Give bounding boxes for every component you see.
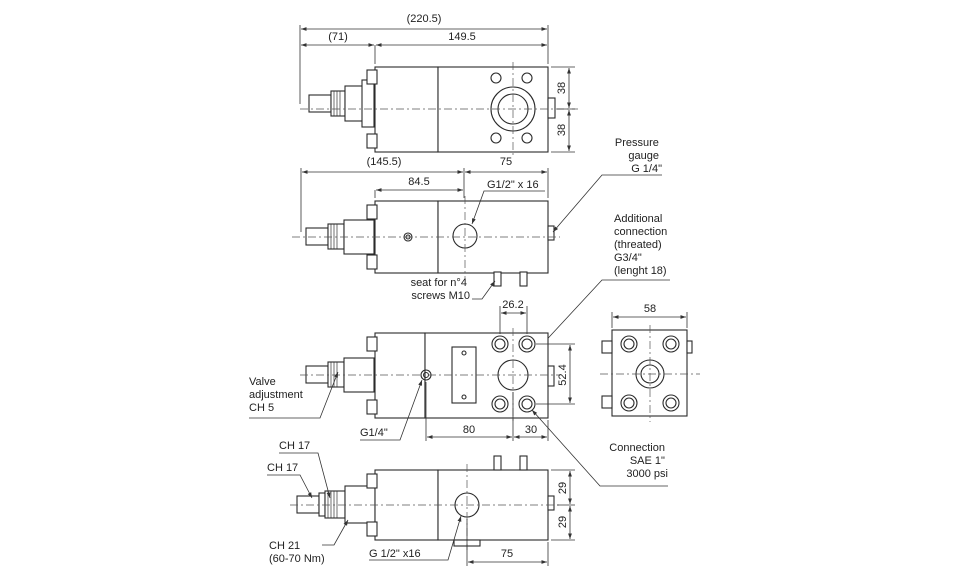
dim-overall-top: (220.5) [407,13,442,25]
callout-pressure-gauge: Pressure gauge G 1/4" [552,137,662,233]
label-connection-sae: Connection SAE 1" 3000 psi [609,442,668,480]
dim-height-rear: 52.4 [557,364,569,385]
callout-wrench-c: CH 21 (60-70 Nm) [269,519,349,565]
callout-additional-connection: Additional connection (threated) G3/4" (… [525,213,670,363]
dim-port-offset-rear: 30 [525,424,537,436]
dim-port-pitch: 26.2 [502,299,523,311]
label-seat-screws: seat for n°4 screws M10 [411,277,470,302]
label-inlet-port-front: G1/2" x 16 [487,179,539,191]
bolt-hole [491,335,509,353]
dim-body-top: 149.5 [448,31,476,43]
dimensions-front: (145.5) 75 84.5 [300,156,549,232]
dim-height-top-1: 38 [556,82,568,94]
bolt-hole [521,72,533,84]
dim-width-side: 58 [644,303,656,315]
callout-inlet-bottom: G 1/2" x16 [369,515,462,561]
view-front [292,196,560,287]
view-top [300,62,578,156]
dim-body-bottom: 75 [501,548,513,560]
bolt-hole [620,335,638,353]
label-inlet-port-bottom: G 1/2" x16 [369,548,421,560]
bolt-hole [662,335,680,353]
bolt-hole [662,394,680,412]
dimensions-top: (220.5) (71) 149.5 38 38 [299,13,575,153]
label-valve-adjustment: Valve adjustment CH 5 [249,376,306,414]
callout-wrench-a: CH 17 [279,440,331,499]
dim-offset-front: 84.5 [408,176,429,188]
body-block-front-rear [424,332,549,419]
label-wrench-c: CH 21 (60-70 Nm) [269,540,325,565]
label-pressure-gauge: Pressure gauge G 1/4" [615,137,662,175]
mounting-stud [519,455,528,471]
label-additional-connection: Additional connection (threated) G3/4" (… [614,213,670,277]
bolt-hole [490,72,502,84]
bolt-hole [620,394,638,412]
dim-height-bottom-1: 29 [557,482,569,494]
dimensions-bottom: 29 29 75 [466,469,575,566]
dim-height-bottom-2: 29 [557,516,569,528]
view-rear [300,328,560,424]
adjuster-knob-top [308,79,376,128]
body-block-rear-rear [374,332,426,419]
bolt-hole [491,395,509,413]
callout-connection-sae: Connection SAE 1" 3000 psi [531,409,668,487]
callout-inlet-front: G1/2" x 16 [471,179,545,225]
mounting-stud [493,271,502,287]
bolt-hole [521,132,533,144]
bolt-hole [518,335,536,353]
callout-seat-screws: seat for n°4 screws M10 [411,277,496,302]
dim-overall-front: (145.5) [367,156,402,168]
dim-height-top-2: 38 [556,124,568,136]
callout-valve-adjustment: Valve adjustment CH 5 [249,371,339,419]
view-bottom [290,455,560,550]
callout-gauge-port: G1/4" [360,379,423,441]
label-gauge-port: G1/4" [360,427,388,439]
bolt-hole [518,395,536,413]
dimensions-side: 58 [611,303,688,328]
body-block-rear-top [374,66,439,153]
body-block-front-top [437,66,549,153]
bolt-hole [490,132,502,144]
dim-adjuster-top: (71) [328,31,348,43]
callout-wrench-b: CH 17 [267,462,313,499]
label-wrench-b: CH 17 [267,462,298,474]
view-side [600,325,700,422]
adjuster-knob-front [305,219,375,255]
label-wrench-a: CH 17 [279,440,310,452]
dim-body-front: 75 [500,156,512,168]
dimensions-rear: 26.2 52.4 80 30 [425,299,575,441]
mounting-stud [519,271,528,287]
dim-offset-rear: 80 [463,424,475,436]
mounting-stud [493,455,502,471]
